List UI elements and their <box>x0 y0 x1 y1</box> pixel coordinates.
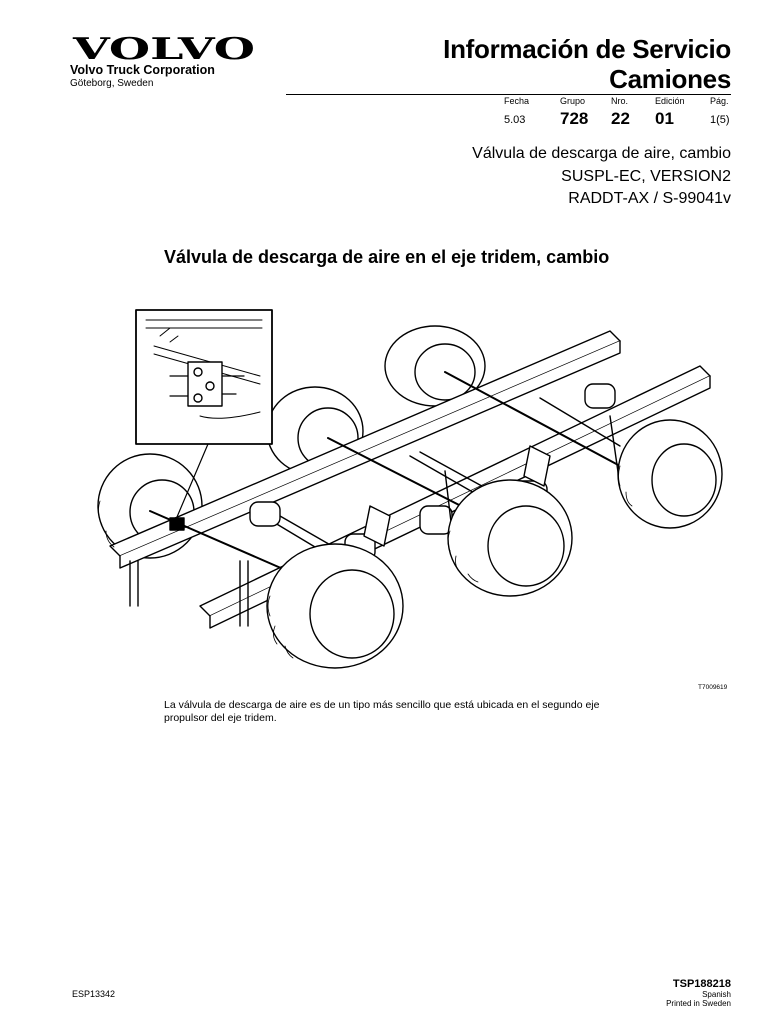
nro-label: Nro. <box>611 96 629 106</box>
subtitle-line-3: RADDT-AX / S-99041v <box>568 190 731 207</box>
pag-value: 1(5) <box>710 114 730 126</box>
section-heading: Válvula de descarga de aire en el eje tr… <box>164 247 610 267</box>
document-subtitles: Válvula de descarga de aire, cambio SUSP… <box>472 143 731 211</box>
footer-printed: Printed in Sweden <box>666 999 731 1008</box>
fecha-value: 5.03 <box>504 114 526 126</box>
valve-detail-inset <box>135 309 273 531</box>
figure-code: T7009619 <box>698 684 728 691</box>
footer-doc-code: ESP13342 <box>72 989 116 999</box>
tire-tread <box>98 465 633 659</box>
header-rule <box>286 94 731 95</box>
front-wheels <box>266 419 723 669</box>
volvo-logo: VOLVO <box>72 34 255 62</box>
footer-tsp-number: TSP188218 <box>672 978 731 990</box>
edicion-label: Edición <box>655 96 685 106</box>
footer-print-info: TSP188218 Spanish Printed in Sweden <box>666 978 731 1008</box>
suspension-brackets <box>129 415 621 627</box>
document-title: Información de Servicio Camiones <box>443 34 731 94</box>
edicion-value: 01 <box>655 109 674 128</box>
tridem-axle-illustration <box>97 309 723 669</box>
pag-label: Pág. <box>710 96 729 106</box>
grupo-value: 728 <box>560 109 589 128</box>
subtitle-line-2: SUSPL-EC, VERSION2 <box>561 167 731 185</box>
title-line-2: Camiones <box>609 64 731 94</box>
nro-value: 22 <box>611 109 630 128</box>
title-line-1: Información de Servicio <box>443 34 731 64</box>
description-text: La válvula de descarga de aire es de un … <box>164 699 600 724</box>
corporation-location: Göteborg, Sweden <box>70 78 154 89</box>
fecha-label: Fecha <box>504 96 530 106</box>
corporation-name: Volvo Truck Corporation <box>70 63 215 77</box>
subtitle-line-1: Válvula de descarga de aire, cambio <box>472 145 731 162</box>
grupo-label: Grupo <box>560 96 586 106</box>
document-meta: Fecha 5.03 Grupo 728 Nro. 22 Edición 01 … <box>498 96 734 132</box>
footer-language: Spanish <box>702 990 731 999</box>
volvo-logo-text: VOLVO <box>72 34 255 62</box>
